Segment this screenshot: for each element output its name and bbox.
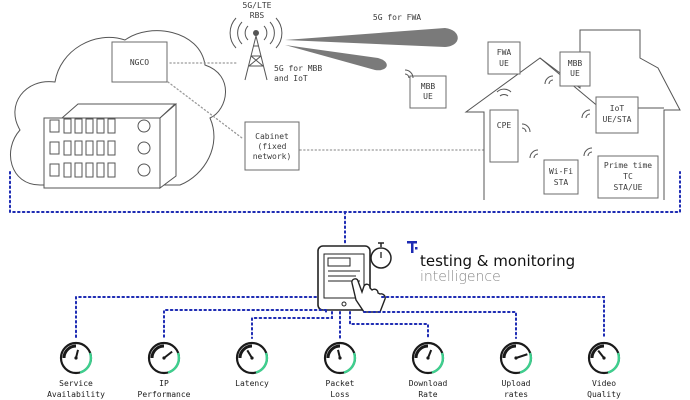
gauge-label: Download <box>409 379 448 388</box>
ngco-box <box>111 41 168 83</box>
svg-text:RBS: RBS <box>250 11 265 20</box>
cloud <box>10 30 226 186</box>
bus-mid-right <box>349 311 429 339</box>
gauge-label: Quality <box>587 390 621 399</box>
brand-line1: testing & monitoring <box>420 252 575 270</box>
gauge-1: IP Performance <box>138 341 191 399</box>
gauge-label: Rate <box>418 390 437 399</box>
svg-text:Wi-Fi: Wi-Fi <box>549 167 573 176</box>
server-rack-icon <box>43 102 177 189</box>
fwa-ue-box <box>487 41 521 75</box>
bus-left <box>75 296 317 339</box>
wireless-icon <box>404 69 414 79</box>
gauge-label: Packet <box>326 379 355 388</box>
gauge-label: Latency <box>235 379 269 388</box>
rbs-tower-icon: 5G/LTE RBS <box>229 1 283 81</box>
svg-text:FWA: FWA <box>497 48 512 57</box>
mbb-beam-label-1: 5G for MBB <box>274 64 322 73</box>
wireless-icon <box>544 75 554 85</box>
cpe-box <box>489 109 519 163</box>
mbb-ue-outside-box <box>409 75 447 109</box>
wireless-icon <box>521 123 531 133</box>
mbb-ue-outside-label-1: MBB <box>421 82 436 91</box>
svg-text:MBB: MBB <box>568 59 583 68</box>
gauge-label: Service <box>59 379 93 388</box>
gauge-needle <box>163 350 173 359</box>
cabinet-label-2: (fixed <box>258 142 287 151</box>
gauge-label: Loss <box>330 390 349 399</box>
wireless-icon <box>529 149 539 159</box>
bus-right <box>381 296 605 339</box>
cabinet-label-3: network) <box>253 152 292 161</box>
svg-text:UE/STA: UE/STA <box>603 115 632 124</box>
wireless-icon <box>583 147 593 157</box>
wifi-sta-box <box>543 159 579 195</box>
svg-text:TC: TC <box>623 172 633 181</box>
fwa-beam-label: 5G for FWA <box>373 13 421 22</box>
link-ngco-cabinet <box>167 81 243 139</box>
svg-text:5G/LTE: 5G/LTE <box>243 1 272 10</box>
tablet-hand-icon <box>317 242 392 313</box>
mbb-beam-label-2: and IoT <box>274 74 308 83</box>
bus-mid-left <box>251 311 333 339</box>
primetime-box <box>597 155 659 199</box>
gauge-label: Upload <box>502 379 531 388</box>
brand-line2: intelligence <box>420 269 501 285</box>
gauge-5: Upload rates <box>499 341 533 399</box>
gauge-label: Performance <box>138 390 191 399</box>
svg-text:IoT: IoT <box>610 104 625 113</box>
gauge-needle <box>515 353 528 359</box>
svg-text:STA/UE: STA/UE <box>614 183 643 192</box>
svg-text:Prime time: Prime time <box>604 161 652 170</box>
mbb-ue-house-box <box>559 51 591 87</box>
cabinet-label-1: Cabinet <box>255 132 289 141</box>
wireless-icon <box>496 88 512 97</box>
brand-logo <box>407 241 418 253</box>
gauge-label: rates <box>504 390 528 399</box>
gauge-label: Availability <box>47 390 105 399</box>
gauge-2: Latency <box>235 341 269 388</box>
svg-text:UE: UE <box>570 69 580 78</box>
bus-inner <box>163 309 327 339</box>
fwa-beam <box>285 28 458 47</box>
cabinet-box <box>244 121 300 171</box>
svg-text:CPE: CPE <box>497 121 512 130</box>
ngco-label: NGCO <box>130 58 149 67</box>
house-outline <box>464 29 681 200</box>
mbb-beam <box>285 45 387 71</box>
mbb-ue-outside-label-2: UE <box>423 92 433 101</box>
gauge-label: Video <box>592 379 616 388</box>
wireless-icon <box>581 109 591 119</box>
gauge-label: IP <box>159 379 169 388</box>
bus-inner-right <box>363 311 517 339</box>
svg-text:UE: UE <box>499 59 509 68</box>
svg-text:STA: STA <box>554 178 569 187</box>
iot-box <box>595 96 639 134</box>
